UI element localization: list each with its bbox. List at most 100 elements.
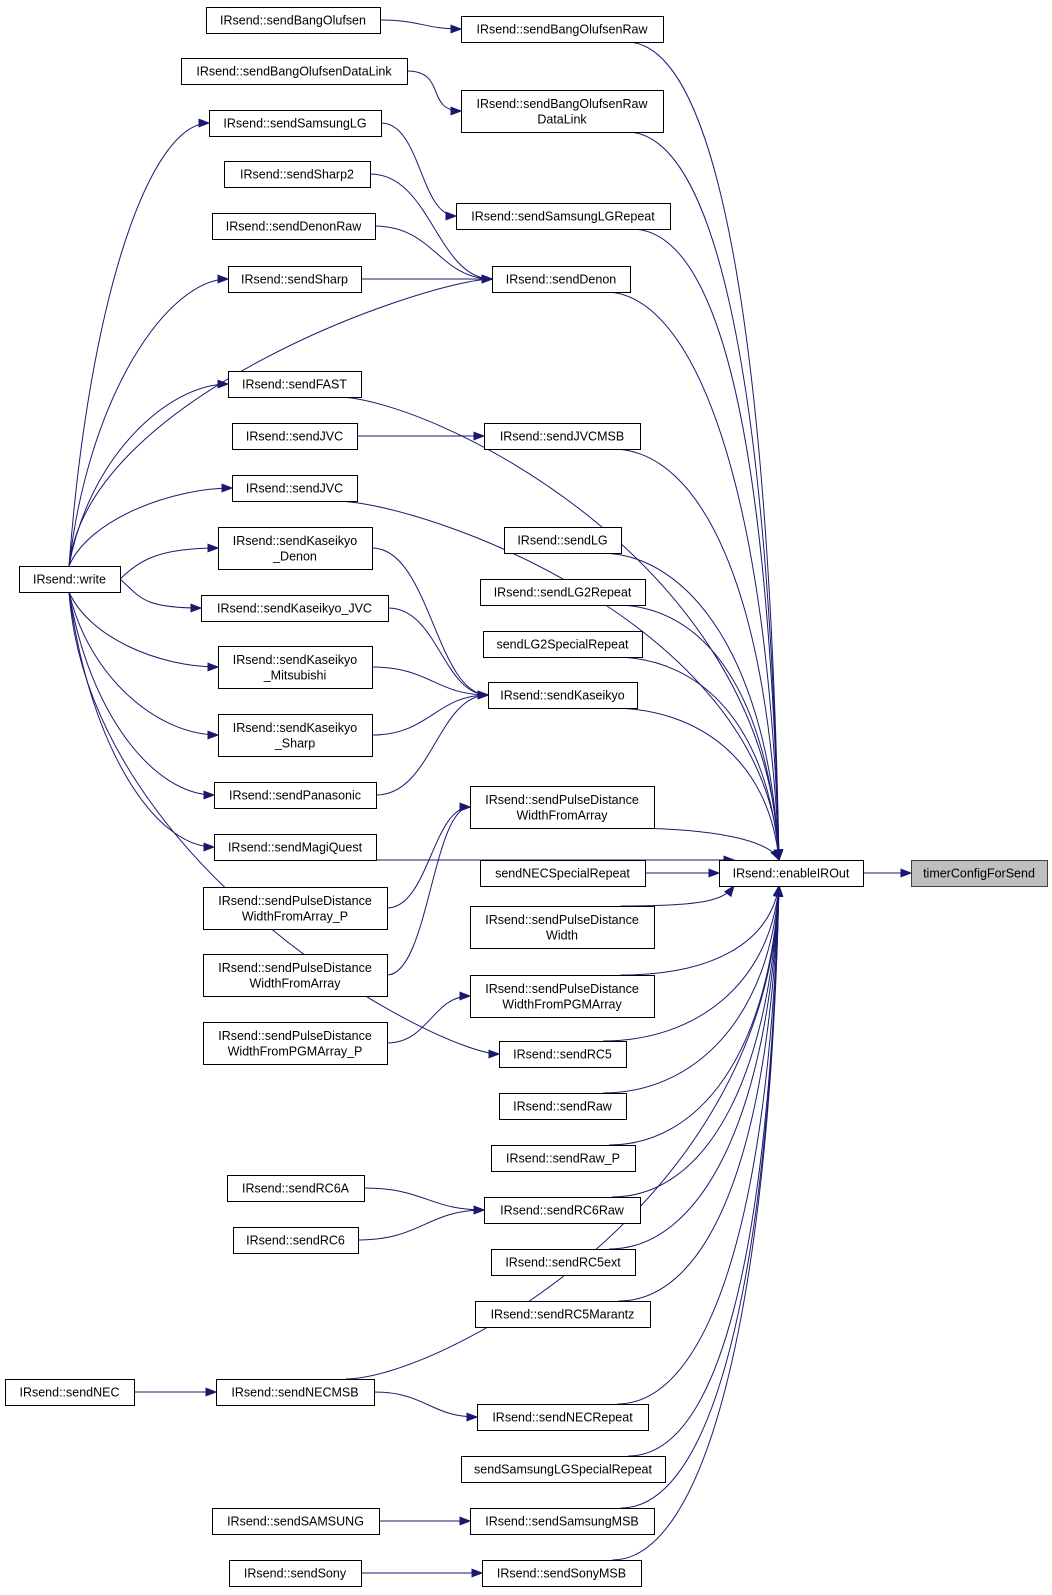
node-box xyxy=(218,714,373,757)
node-send-kaseikyo-denon[interactable]: IRsend::sendKaseikyo_Denon xyxy=(218,527,373,570)
node-label: IRsend::sendRaw xyxy=(513,1100,613,1114)
node-label: IRsend::sendBangOlufsenRaw xyxy=(477,23,649,37)
node-send-bang-olufsen-raw[interactable]: IRsend::sendBangOlufsenRaw xyxy=(461,16,664,43)
edge-send-kaseikyo-mitsubishi-to-send-kaseikyo xyxy=(371,666,489,696)
arrowhead xyxy=(770,848,780,862)
node-box xyxy=(504,527,622,554)
edge-write-to-send-denon xyxy=(68,278,493,567)
node-label: IRsend::sendSamsungMSB xyxy=(485,1515,639,1529)
node-send-pulse-distance-width-from-pgmarray[interactable]: IRsend::sendPulseDistanceWidthFromPGMArr… xyxy=(470,975,655,1018)
node-box xyxy=(484,1197,641,1224)
node-send-kaseikyo-jvc[interactable]: IRsend::sendKaseikyo_JVC xyxy=(201,595,389,622)
node-label: sendLG2SpecialRepeat xyxy=(496,638,629,652)
node-label: WidthFromPGMArray xyxy=(502,997,622,1011)
node-send-rc6-a[interactable]: IRsend::sendRC6A xyxy=(227,1175,365,1202)
node-send-sharp[interactable]: IRsend::sendSharp xyxy=(228,266,362,293)
node-send-necrepeat[interactable]: IRsend::sendNECRepeat xyxy=(477,1404,649,1431)
node-label: _Denon xyxy=(272,549,317,563)
node-send-jvc-a[interactable]: IRsend::sendJVC xyxy=(232,423,358,450)
node-send-denon-raw[interactable]: IRsend::sendDenonRaw xyxy=(212,213,376,240)
node-send-nec[interactable]: IRsend::sendNEC xyxy=(5,1379,135,1406)
node-label: IRsend::sendBangOlufsenDataLink xyxy=(196,65,392,79)
node-send-samsung[interactable]: IRsend::sendSAMSUNG xyxy=(212,1508,380,1535)
node-send-necspecial-repeat[interactable]: sendNECSpecialRepeat xyxy=(480,860,646,887)
node-send-rc5ext[interactable]: IRsend::sendRC5ext xyxy=(491,1249,636,1276)
arrowhead xyxy=(471,1568,484,1578)
edge-send-pulse-distance-width-from-pgmarray-to-enable-irout xyxy=(620,885,780,976)
edge-send-pulse-distance-width-from-array-p-to-send-pulse-distance-width-from-array xyxy=(386,806,471,909)
node-box xyxy=(483,631,643,658)
arrowhead xyxy=(473,1205,486,1215)
node-send-sony-msb[interactable]: IRsend::sendSonyMSB xyxy=(482,1560,642,1587)
edge-write-to-send-kaseikyo-sharp xyxy=(68,591,219,736)
node-send-lg2-repeat[interactable]: IRsend::sendLG2Repeat xyxy=(480,579,646,606)
node-send-pulse-distance-width-from-array-p[interactable]: IRsend::sendPulseDistanceWidthFromArray_… xyxy=(203,887,388,930)
node-label: IRsend::sendRC6 xyxy=(246,1234,345,1248)
node-send-rc5[interactable]: IRsend::sendRC5 xyxy=(499,1041,627,1068)
node-label: WidthFromArray xyxy=(250,976,342,990)
node-send-denon[interactable]: IRsend::sendDenon xyxy=(492,266,631,293)
edge-send-denon-to-enable-irout xyxy=(605,291,780,861)
node-label: Width xyxy=(546,928,578,942)
node-send-kaseikyo-mitsubishi[interactable]: IRsend::sendKaseikyo_Mitsubishi xyxy=(218,646,373,689)
node-send-raw-p[interactable]: IRsend::sendRaw_P xyxy=(491,1145,636,1172)
node-send-lg2-special-repeat[interactable]: sendLG2SpecialRepeat xyxy=(483,631,643,658)
node-send-pulse-distance-width-from-pgmarray-p[interactable]: IRsend::sendPulseDistanceWidthFromPGMArr… xyxy=(203,1022,388,1065)
node-send-bang-olufsen-data-link[interactable]: IRsend::sendBangOlufsenDataLink xyxy=(181,58,408,85)
node-send-rc6-raw[interactable]: IRsend::sendRC6Raw xyxy=(484,1197,641,1224)
node-send-sharp2[interactable]: IRsend::sendSharp2 xyxy=(224,161,371,188)
node-send-raw[interactable]: IRsend::sendRaw xyxy=(499,1093,627,1120)
node-write[interactable]: IRsend::write xyxy=(19,566,121,593)
node-send-samsung-msb[interactable]: IRsend::sendSamsungMSB xyxy=(470,1508,655,1535)
edge-send-raw-to-enable-irout xyxy=(603,885,780,1094)
arrowhead xyxy=(205,1387,218,1397)
edge-send-lg-to-enable-irout xyxy=(599,552,780,861)
node-send-samsung-lgrepeat[interactable]: IRsend::sendSamsungLGRepeat xyxy=(456,203,671,230)
arrowhead xyxy=(207,543,220,553)
node-timer-config-for-send[interactable]: timerConfigForSend xyxy=(911,860,1048,887)
node-box xyxy=(232,423,358,450)
node-box xyxy=(203,954,388,997)
node-label: IRsend::sendPulseDistance xyxy=(218,1029,372,1043)
node-send-sony[interactable]: IRsend::sendSony xyxy=(229,1560,362,1587)
node-box xyxy=(214,782,377,809)
node-box xyxy=(499,1041,627,1068)
node-label: IRsend::enableIROut xyxy=(733,867,850,881)
node-send-jvc-b[interactable]: IRsend::sendJVC xyxy=(232,475,358,502)
edge-send-panasonic-to-send-kaseikyo xyxy=(375,694,489,796)
node-label: IRsend::sendSony xyxy=(244,1567,347,1581)
edge-send-rc6-to-send-rc6-raw xyxy=(357,1209,485,1241)
node-send-kaseikyo[interactable]: IRsend::sendKaseikyo xyxy=(488,682,638,709)
edge-send-bang-olufsen-raw-to-enable-irout xyxy=(626,41,780,861)
edge-send-bang-olufsen-data-link-to-send-bang-olufsen-raw-data-link xyxy=(406,70,462,112)
node-label: IRsend::sendKaseikyo xyxy=(233,534,357,548)
node-label: WidthFromArray_P xyxy=(242,909,348,923)
node-send-necmsb[interactable]: IRsend::sendNECMSB xyxy=(216,1379,375,1406)
arrowhead xyxy=(724,884,735,898)
node-send-magi-quest[interactable]: IRsend::sendMagiQuest xyxy=(214,834,377,861)
arrowhead xyxy=(207,730,220,740)
node-send-rc5-marantz[interactable]: IRsend::sendRC5Marantz xyxy=(475,1301,651,1328)
node-send-rc6[interactable]: IRsend::sendRC6 xyxy=(233,1227,359,1254)
node-send-kaseikyo-sharp[interactable]: IRsend::sendKaseikyo_Sharp xyxy=(218,714,373,757)
node-label: IRsend::sendNECMSB xyxy=(231,1386,358,1400)
node-send-fast[interactable]: IRsend::sendFAST xyxy=(228,371,362,398)
node-send-panasonic[interactable]: IRsend::sendPanasonic xyxy=(214,782,377,809)
node-send-bang-olufsen[interactable]: IRsend::sendBangOlufsen xyxy=(206,7,381,34)
node-send-jvcmsb[interactable]: IRsend::sendJVCMSB xyxy=(484,423,641,450)
arrowhead xyxy=(203,790,216,800)
node-send-samsung-lgspecial-repeat[interactable]: sendSamsungLGSpecialRepeat xyxy=(461,1456,666,1483)
edge-send-lg2-special-repeat-to-enable-irout xyxy=(613,656,780,861)
edge-send-rc5-to-enable-irout xyxy=(603,885,780,1042)
node-box xyxy=(203,887,388,930)
node-box xyxy=(470,906,655,949)
node-label: IRsend::sendSonyMSB xyxy=(497,1567,626,1581)
node-send-lg[interactable]: IRsend::sendLG xyxy=(504,527,622,554)
node-enable-irout[interactable]: IRsend::enableIROut xyxy=(719,860,864,887)
node-send-samsung-lg[interactable]: IRsend::sendSamsungLG xyxy=(209,110,382,137)
